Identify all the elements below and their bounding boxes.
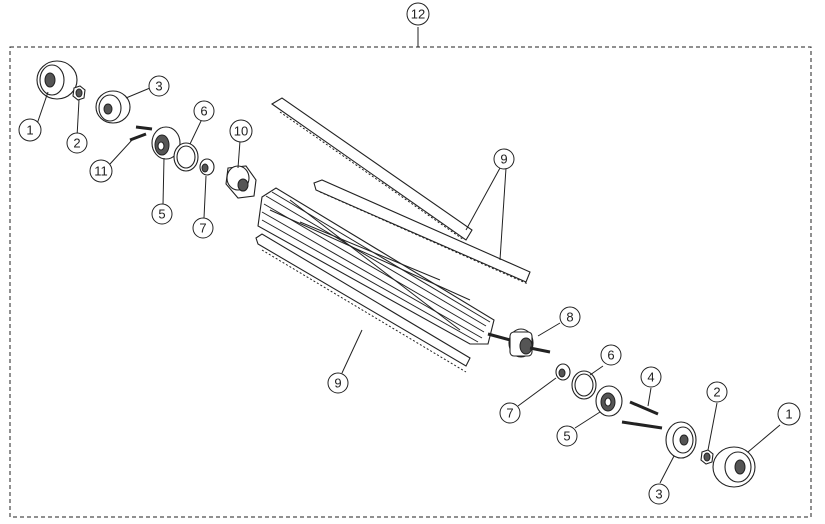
callout-2-right: 2	[706, 381, 728, 403]
svg-text:11: 11	[94, 164, 108, 179]
end-cap-right	[712, 446, 756, 488]
callout-7-left: 7	[192, 217, 214, 239]
brush-strip-middle	[313, 179, 531, 285]
brush-strip-top	[270, 97, 473, 241]
bearing-housing-left	[151, 126, 181, 160]
callout-7-right: 7	[499, 402, 521, 424]
svg-text:4: 4	[647, 370, 654, 385]
callout-3-left: 3	[148, 75, 170, 97]
pulley-left	[95, 90, 131, 124]
o-ring-left	[173, 142, 199, 172]
svg-text:9: 9	[334, 376, 341, 391]
callout-6-right: 6	[600, 344, 622, 366]
nut-left	[72, 85, 86, 101]
callout-8: 8	[559, 306, 581, 328]
callout-3-right: 3	[648, 483, 670, 505]
svg-text:7: 7	[506, 406, 513, 421]
end-hub-right	[508, 328, 551, 358]
svg-text:3: 3	[155, 79, 162, 94]
svg-text:5: 5	[563, 429, 570, 444]
leader-lines	[36, 87, 781, 484]
callout-6-left: 6	[193, 100, 215, 122]
svg-text:6: 6	[607, 348, 614, 363]
callout-2-left: 2	[66, 132, 88, 154]
callout-9-bottom: 9	[327, 372, 349, 394]
bearing-housing-right	[595, 385, 623, 417]
screws-right	[621, 400, 663, 430]
svg-text:2: 2	[713, 385, 720, 400]
svg-text:7: 7	[199, 221, 206, 236]
nut-right	[700, 449, 714, 465]
callout-5-left: 5	[151, 203, 173, 225]
bearing-left	[199, 158, 215, 176]
bearing-right	[555, 363, 571, 381]
o-ring-right	[571, 370, 597, 400]
callout-11: 11	[89, 159, 113, 183]
brush-strip-bottom	[255, 233, 471, 373]
svg-text:10: 10	[234, 124, 248, 139]
svg-text:12: 12	[411, 7, 425, 22]
end-cap-left	[36, 60, 78, 100]
assembly-boundary	[9, 46, 812, 518]
callout-5-right: 5	[556, 425, 578, 447]
callout-9-top: 9	[493, 148, 515, 170]
drive-hub	[225, 165, 257, 199]
callout-1-right: 1	[777, 402, 801, 426]
svg-text:1: 1	[785, 407, 792, 422]
svg-text:3: 3	[655, 487, 662, 502]
svg-text:1: 1	[26, 123, 33, 138]
callout-12: 12	[406, 2, 430, 26]
callout-1-left: 1	[18, 118, 42, 142]
svg-text:8: 8	[566, 310, 573, 325]
svg-text:5: 5	[158, 207, 165, 222]
svg-text:9: 9	[500, 152, 507, 167]
pins-left	[129, 125, 153, 142]
svg-text:2: 2	[73, 136, 80, 151]
pulley-right	[665, 421, 697, 459]
callout-10: 10	[229, 119, 253, 143]
callout-4: 4	[640, 366, 662, 388]
svg-text:6: 6	[200, 104, 207, 119]
brush-roll-core	[257, 187, 511, 345]
